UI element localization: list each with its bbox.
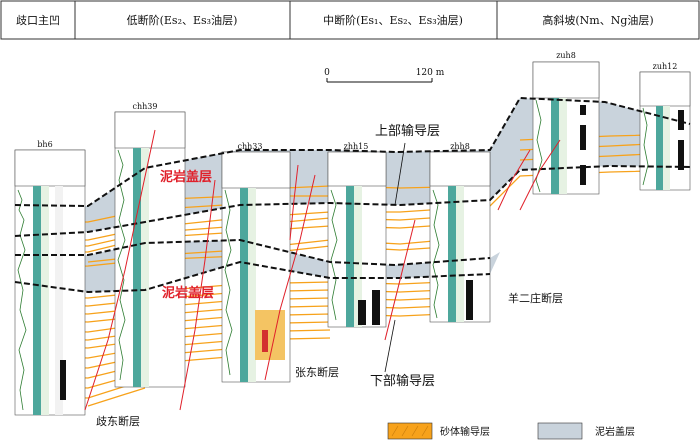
faults: [84, 129, 561, 411]
label-lower-carrier: 下部输导层: [370, 373, 435, 389]
well-name-zuh8: zuh8: [556, 51, 576, 60]
well-name-bh6: bh6: [37, 140, 52, 149]
label-upper-carrier: 上部输导层: [375, 123, 440, 139]
well-log-zhh15: zhh15: [327, 142, 387, 328]
well-name-zhh15: zhh15: [344, 142, 369, 151]
well-logs: bh6 chh39 chh33: [14, 51, 691, 416]
labels: 上部输导层 下部输导层 泥岩盖层 泥岩盖层 歧东断层 张东断层 羊二庄断层: [96, 123, 563, 428]
header-cell-main-sag: 歧口主凹: [16, 14, 60, 27]
label-yangerzhuang-fault: 羊二庄断层: [508, 291, 563, 305]
header-cell-low-step: 低断阶(Es₂、Es₃油层): [127, 13, 238, 27]
fault-qidong: [84, 129, 156, 411]
legend-swatch-mudstone: [537, 422, 583, 440]
legend-label-mudstone: 泥岩盖层: [595, 425, 635, 438]
upper-boundary: [14, 96, 691, 208]
label-zhangdong-fault: 张东断层: [295, 365, 339, 379]
well-name-zuh12: zuh12: [653, 62, 678, 71]
lower-boundary-a: [15, 238, 491, 267]
well-name-zhh8: zhh8: [450, 142, 470, 151]
legend-swatch-sand: [387, 422, 433, 440]
well-log-zuh8: zuh8: [532, 51, 600, 195]
scale-start: 0: [324, 68, 330, 78]
header-cell-high-slope: 高斜坡(Nm、Ng油层): [542, 13, 653, 27]
well-name-chh39: chh39: [133, 102, 158, 111]
legend: 砂体输导层 泥岩盖层: [387, 422, 635, 440]
legend-label-sand: 砂体输导层: [440, 425, 490, 438]
well-log-zhh8: zhh8: [429, 142, 491, 323]
header-table: 歧口主凹 低断阶(Es₂、Es₃油层) 中断阶(Es₁、Es₂、Es₃油层) 高…: [0, 0, 700, 40]
scale-bar: 0 120 m: [324, 68, 445, 83]
scale-end: 120 m: [416, 68, 445, 78]
middle-boundary: [14, 164, 691, 237]
well-log-bh6: bh6: [14, 140, 86, 416]
header-cell-mid-step: 中断阶(Es₁、Es₂、Es₃油层): [323, 13, 463, 27]
well-log-chh39: chh39: [114, 102, 186, 388]
label-qidong-fault: 歧东断层: [96, 414, 140, 428]
label-mudstone-cap-lower: 泥岩盖层: [162, 285, 214, 301]
label-mudstone-cap-upper: 泥岩盖层: [160, 169, 212, 185]
well-log-zuh12: zuh12: [639, 62, 691, 191]
well-name-chh33: chh33: [238, 142, 263, 151]
well-log-chh33: chh33: [221, 142, 291, 383]
